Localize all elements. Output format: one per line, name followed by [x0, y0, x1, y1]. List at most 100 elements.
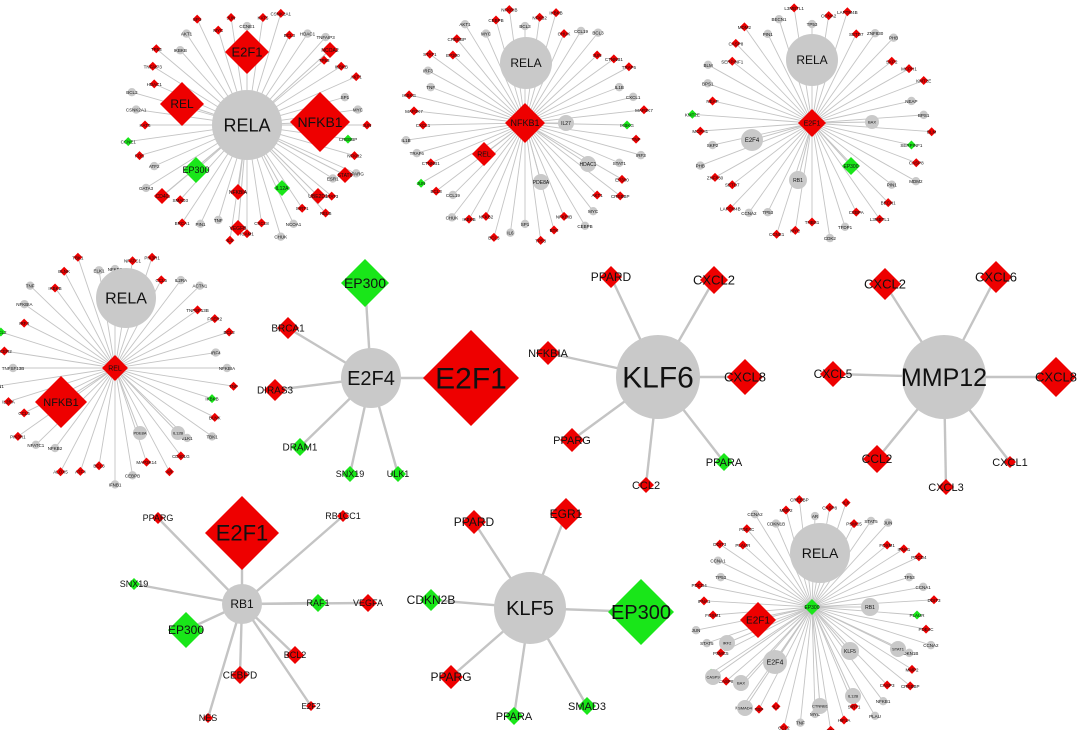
ep300-net-ring-label: NFKB1: [876, 699, 891, 704]
klf6-net-label-cxcl8: CXCL8: [724, 370, 766, 385]
rela-net-2-ring-label: BLM: [927, 130, 937, 135]
ep300-net-ring-label: FOXM1: [879, 543, 895, 548]
rb1-net-node-ep300: [168, 612, 204, 648]
rela-net-2-edge-32: [692, 113, 813, 124]
rel-net-edge-35: [29, 285, 116, 369]
ep300-net-edge-17: [811, 606, 911, 687]
nfkb1-net-ring-label: CHUK: [446, 215, 459, 220]
rela-net-1-ring-label: MYC: [353, 108, 364, 113]
rela-net-2-ring-label: BECN1: [881, 201, 897, 206]
ep300-net-edge-16: [811, 606, 913, 670]
nfkb1-net-edge-27: [485, 122, 526, 217]
rela-net-2-node-tp53: [807, 19, 817, 29]
rel-net-ring-label: ATF4: [75, 469, 86, 474]
rel-net-ring-label: ELK1: [94, 268, 106, 273]
rel-net-node-pde8a: [133, 426, 147, 440]
ep300-net-ring-label: CDKN1B: [767, 522, 785, 527]
nfkb1-net-ring-label: AKT1: [459, 22, 471, 27]
rel-net-node-nfkb1: [35, 376, 87, 428]
rel-net-node-nfkbia: [222, 363, 232, 373]
rel-net-edge-18: [114, 367, 147, 463]
nfkb1-net-edge-43: [456, 38, 526, 124]
nfkb1-net-node-crebbp: [615, 191, 625, 201]
rela-net-2-node-blm: [927, 127, 937, 137]
nfkb1-net-ring-label: CCL19: [446, 193, 461, 198]
rel-net-node-rela: [96, 268, 156, 328]
rel-net-node-fcer2: [210, 314, 220, 324]
rb1-net-edge-rb1cc1: [241, 515, 344, 605]
rela-net-1-node-akt1: [351, 72, 361, 82]
nfkb1-net-ring-label: NFKB2: [479, 214, 494, 219]
rela-net-1-node-nfkb1: [290, 92, 350, 152]
rel-net-node-pik3r1: [147, 252, 157, 262]
ep300-net-node-stat5: [702, 638, 712, 648]
rela-net-1-node-vegfb: [230, 220, 246, 236]
e2f4-net-node-diras3: [264, 379, 286, 401]
rela-net-1-ring-label: AKT1: [351, 75, 363, 80]
nfkb1-net-edge-23: [524, 122, 542, 241]
klf5-net-label-smad3: SMAD3: [568, 701, 606, 713]
rela-net-2-ring-label: LAPTM4B: [720, 206, 741, 211]
rela-net-1-ring-label: NFKB2: [347, 154, 362, 159]
ep300-net-ring-label: PDE4C: [919, 627, 935, 632]
klf5-net-label-ep300: EP300: [611, 602, 671, 624]
rela-net-2-edge-14: [811, 122, 917, 182]
rela-net-2-node-mdm2: [911, 177, 921, 186]
ep300-net-node-casp9: [705, 669, 721, 685]
klf5-net-node-cdkn2b: [420, 589, 442, 611]
rela-net-2-edge-35: [707, 64, 813, 124]
ep300-net-edge-big-5: [811, 606, 851, 652]
rela-net-2-node-znf830: [870, 29, 880, 38]
rela-net-2-ring-label: MDM2: [909, 179, 923, 184]
nfkb1-net-ring-label: CEBPB: [577, 224, 592, 229]
rel-net-node-ikbkb: [207, 394, 217, 404]
rela-net-2-node-e2f1: [798, 109, 826, 137]
rela-net-1-node-ncoa2: [322, 42, 338, 58]
klf6-net-node-ccl2: [638, 477, 654, 493]
rela-net-2-ring-label: MDM2: [738, 25, 752, 30]
ep300-net-ring-label: MMP2: [780, 508, 793, 513]
nfkb1-net-node-cebpb: [580, 221, 590, 231]
ep300-net-ring-label: CDKN1B: [900, 651, 918, 656]
ep300-net-ring-label: MYC: [810, 712, 821, 717]
ep300-net-ring-label: FOXM1: [705, 613, 721, 618]
nfkb1-net-edge-42: [452, 54, 526, 124]
nfkb1-net-edge-25: [509, 122, 526, 233]
nfkb1-net-node-ikbkg: [622, 120, 632, 130]
rel-net-ring-label: NFKBIA: [16, 302, 32, 307]
rel-net-ring-label: NFATC1: [124, 259, 141, 264]
nfkb1-net-ring-label: CTNNB1: [422, 161, 440, 166]
rela-net-2-ring-label: SETD7: [725, 183, 740, 188]
ep300-net-ring-label: JUN: [692, 628, 701, 633]
nfkb1-net-ring-label: CREBBP: [611, 194, 630, 199]
nfkb1-net-ring-label: IL1B: [615, 85, 624, 90]
rela-net-2-ring-label: CDK2: [824, 236, 837, 241]
rel-net-edge-37: [63, 270, 116, 369]
ep300-net-edge-40: [717, 560, 813, 608]
ep300-net-node-il12b: [845, 688, 861, 704]
rela-net-2-edge-25: [748, 122, 813, 214]
ep300-net-label-rb1: RB1: [865, 605, 875, 611]
rela-net-1-ring-label: IKBKB: [335, 64, 348, 69]
rela-net-2-ring-label: TP53: [762, 210, 773, 215]
ep300-net-ring-label: DDIT3: [927, 598, 940, 603]
nfkb1-net-edge-28: [468, 122, 526, 220]
rel-net-ring-label: IL2RA: [175, 278, 188, 283]
nfkb1-net-ring-label: NFKB2: [532, 15, 547, 20]
nfkb1-net-node-pde8a: [533, 174, 549, 190]
rela-net-2-edge-20: [811, 122, 831, 239]
rela-net-1-node-tnf: [214, 215, 223, 225]
rel-net-node-blnk: [59, 266, 69, 276]
e2f4-net-label-ulk1: ULK1: [387, 469, 410, 479]
rela-net-2-label-bax: BAX: [868, 119, 876, 124]
mmp12-net-node-ccl2: [863, 445, 891, 473]
nfkb1-net-ring-label: BCL3: [592, 31, 604, 36]
rela-net-2-node-setd7: [727, 180, 737, 190]
rel-net-edge-11: [114, 367, 234, 387]
ep300-net-edge-26: [783, 606, 813, 728]
rel-net-ring-label: IKBKB: [205, 397, 218, 402]
ep300-net-edge-25: [799, 606, 813, 723]
rela-net-1-ring-label: MYC: [213, 28, 224, 33]
nfkb1-net-edge-4: [524, 30, 582, 124]
rela-net-1-ring-label: KAT5: [140, 123, 151, 128]
